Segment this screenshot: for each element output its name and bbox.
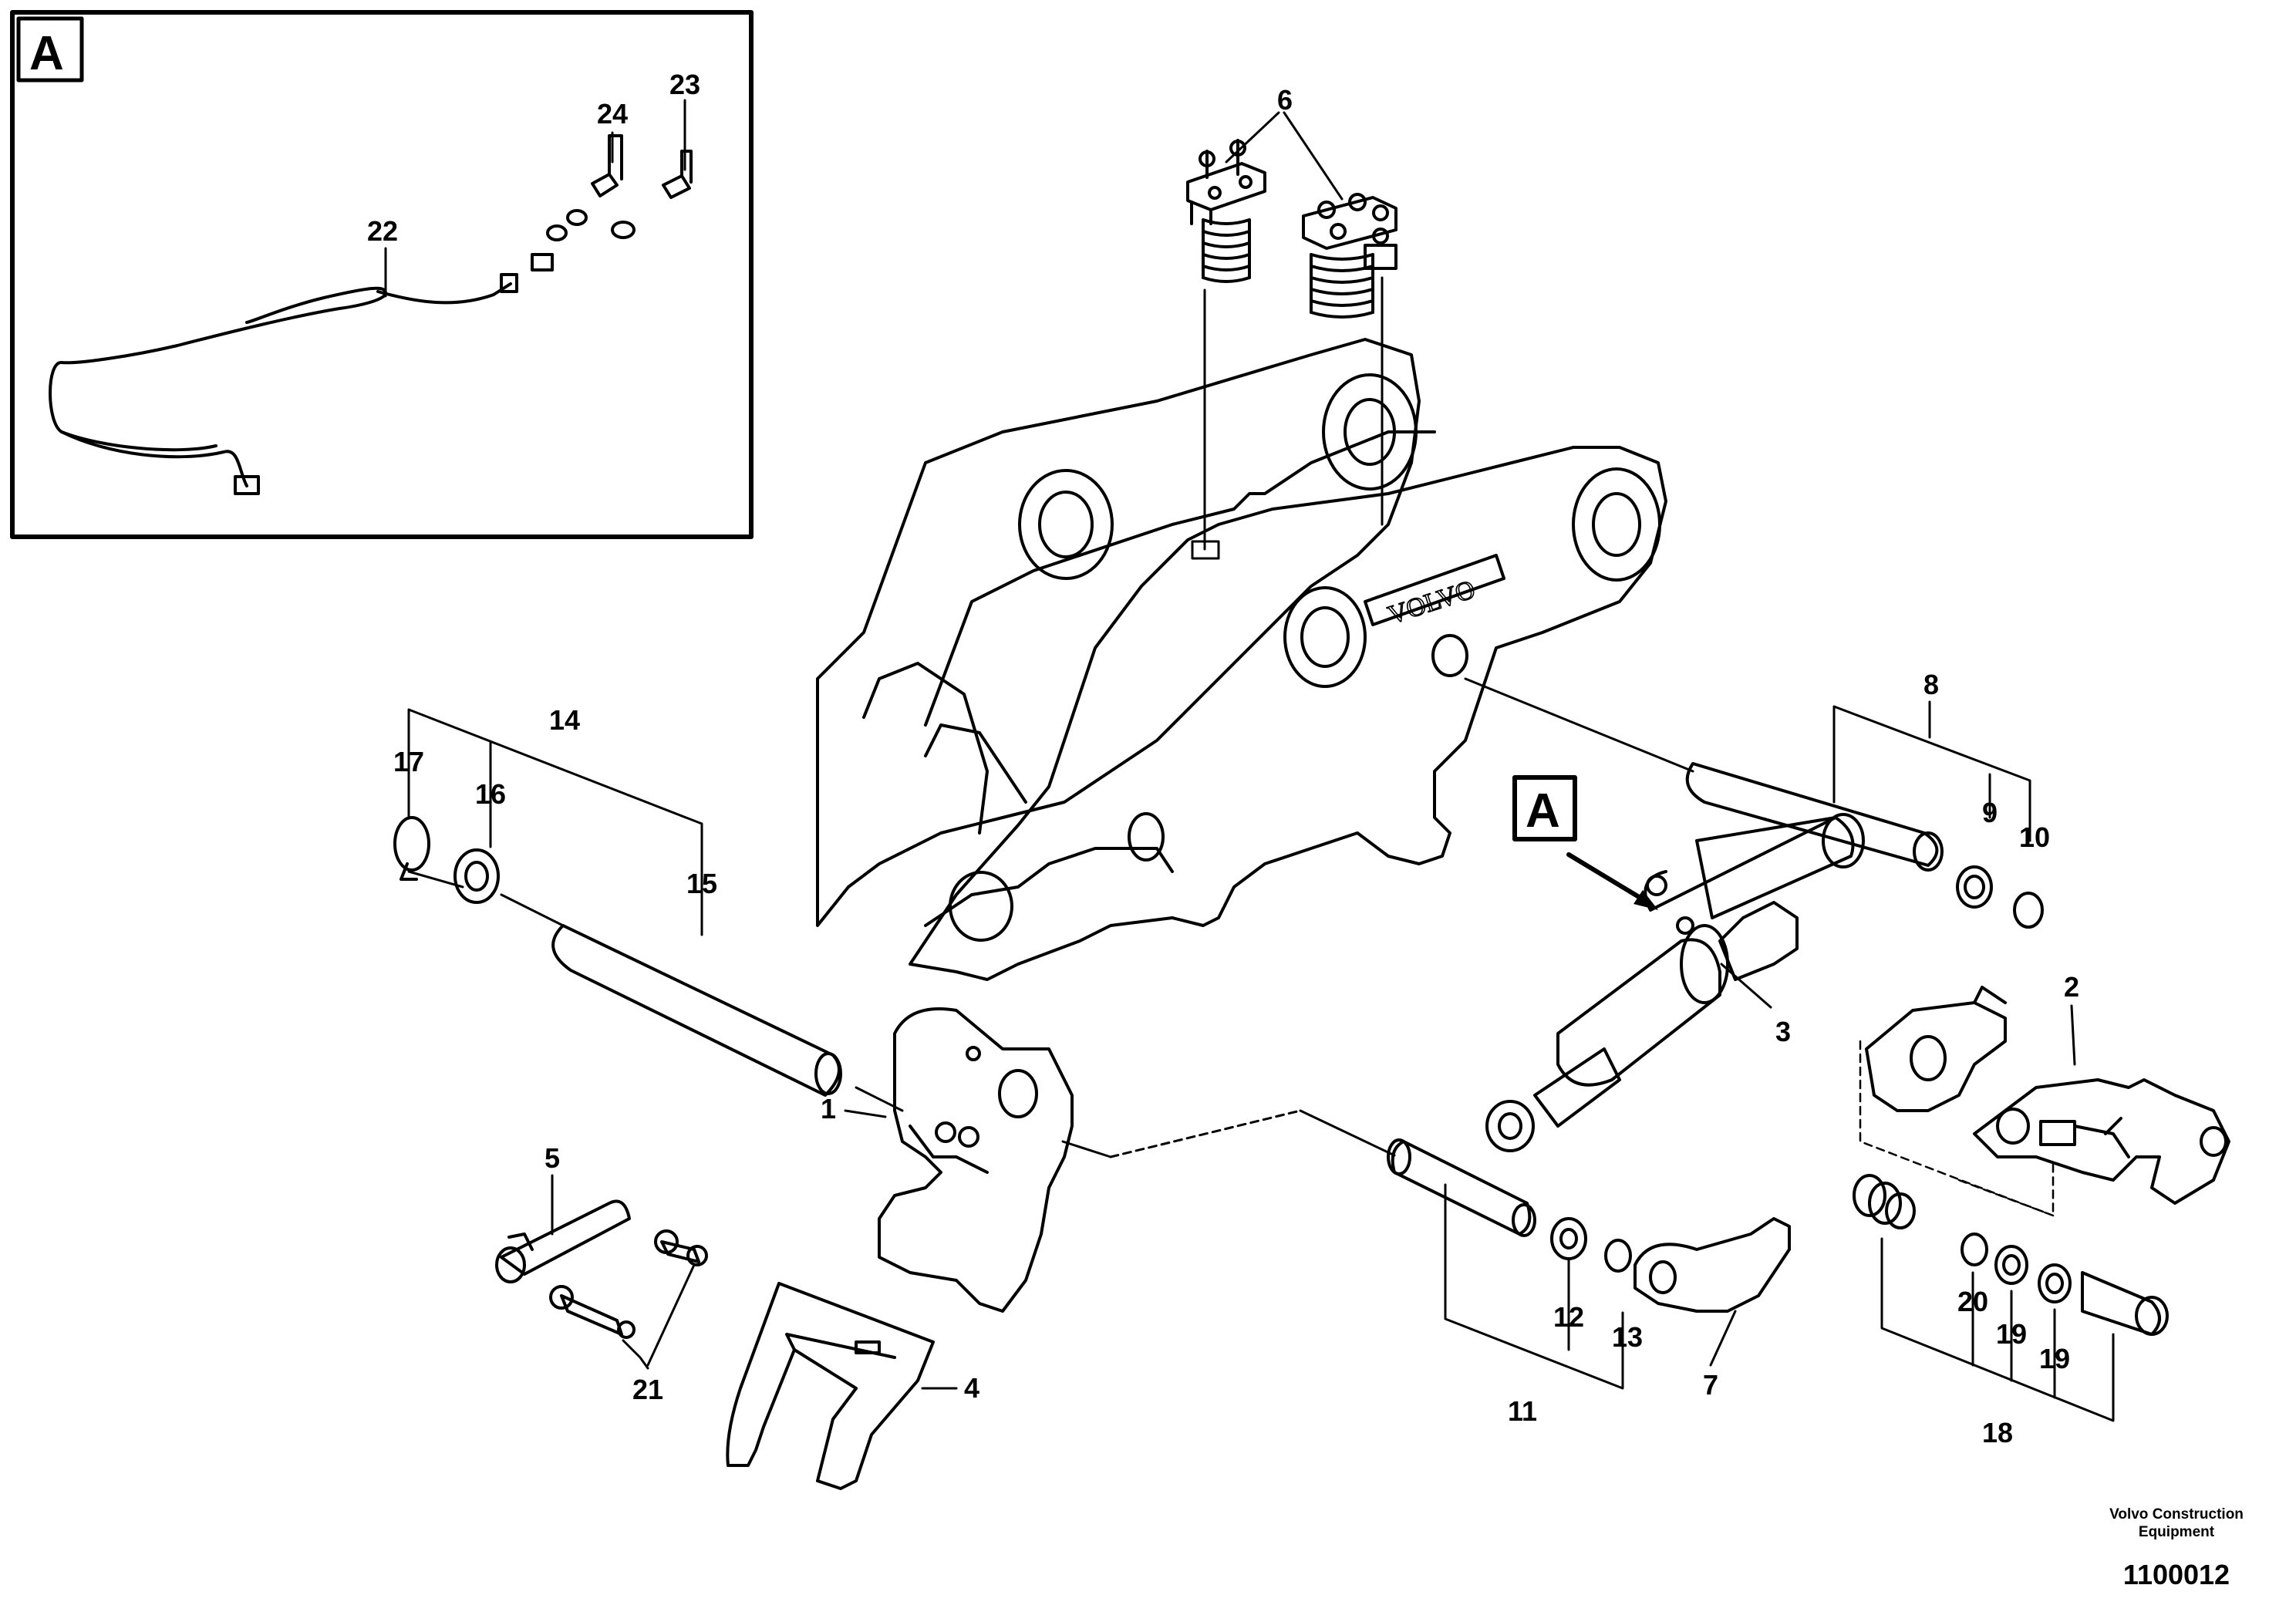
ring-20 <box>1961 1233 1988 1266</box>
callout-23: 23 <box>669 69 700 100</box>
callout-17: 17 <box>393 746 424 777</box>
callout-21: 21 <box>632 1374 663 1405</box>
latch-group-outline <box>1859 1040 2055 1217</box>
callout-12: 12 <box>1553 1301 1584 1333</box>
spring-assembly-left <box>1186 139 1266 283</box>
hydraulic-cylinder-3 <box>1485 813 1865 1152</box>
callout-14: 14 <box>549 704 580 736</box>
bracket-4 <box>726 1282 958 1490</box>
o-ring-3 <box>611 221 636 239</box>
washer-16 <box>453 848 500 904</box>
callout-3: 3 <box>1775 1016 1791 1047</box>
hook-1 <box>844 1007 1302 1313</box>
callout-10: 10 <box>2019 821 2050 853</box>
callout-6: 6 <box>1277 84 1293 116</box>
detail-reference-frame <box>1512 775 1577 841</box>
o-ring-2 <box>566 209 588 226</box>
footer-company-line2: Equipment <box>2138 1524 2215 1540</box>
ring-13 <box>1604 1239 1632 1273</box>
spring-assembly-right <box>1302 193 1397 319</box>
line-end-fitting <box>234 475 260 495</box>
callout-1: 1 <box>821 1093 836 1125</box>
washer-19b <box>2038 1263 2072 1303</box>
callout-19-left: 19 <box>1996 1318 2027 1350</box>
plug-23 <box>662 150 693 199</box>
detail-box-a <box>10 10 754 539</box>
pin-5 <box>495 1174 631 1283</box>
latch-2 <box>1865 986 2230 1205</box>
callout-5: 5 <box>544 1142 560 1174</box>
callout-4: 4 <box>964 1372 979 1404</box>
callout-16: 16 <box>475 778 506 810</box>
arm-7 <box>1633 1217 1791 1367</box>
nipple-24 <box>591 134 623 197</box>
hydraulic-line <box>49 286 387 487</box>
line-fitting <box>500 273 518 293</box>
ring-17 <box>393 816 430 872</box>
pin-15 <box>393 708 904 1112</box>
footer-company-line1: Volvo Construction <box>2109 1506 2244 1523</box>
detail-box-a-letter: A <box>29 27 64 80</box>
pin-8 <box>1464 677 2044 929</box>
svg-text:VOLVO: VOLVO <box>1384 575 1478 630</box>
callout-11: 11 <box>1508 1395 1537 1427</box>
washer-12 <box>1550 1217 1587 1260</box>
callout-22: 22 <box>367 215 398 247</box>
callout-9: 9 <box>1982 797 1998 828</box>
callout-15: 15 <box>686 868 717 899</box>
boss-front-left <box>1283 586 1367 688</box>
callout-7: 7 <box>1703 1369 1718 1401</box>
o-ring <box>546 224 568 241</box>
boss-rear-right <box>1322 373 1418 491</box>
volvo-plate <box>1364 554 1505 626</box>
boss-rear-left <box>1018 469 1114 580</box>
callout-18: 18 <box>1982 1417 2013 1448</box>
detail-reference-letter: A <box>1526 784 1560 838</box>
ring-10 <box>2013 892 2044 929</box>
washer-9 <box>1956 865 1993 909</box>
pin-18 <box>1853 1174 2169 1422</box>
detail-ref-arrow <box>1566 852 1653 906</box>
footer-company: Volvo Construction Equipment <box>2088 1506 2265 1541</box>
callout-24: 24 <box>597 98 628 130</box>
callout-8: 8 <box>1923 669 1939 700</box>
callout-13: 13 <box>1612 1321 1643 1353</box>
pin-11 <box>1299 1109 1632 1390</box>
drawing-number: 1100012 <box>2122 1559 2230 1590</box>
coupler-frame: VOLVO <box>816 338 1667 981</box>
washer-19a <box>1994 1245 2028 1285</box>
callout-19-right: 19 <box>2039 1343 2070 1374</box>
boss-front-right <box>1572 467 1661 582</box>
valve-block <box>1718 901 1799 981</box>
adapter-fitting <box>531 253 554 271</box>
detail-box-a-label-frame <box>16 16 84 83</box>
callout-2: 2 <box>2064 971 2079 1003</box>
callout-20: 20 <box>1957 1286 1988 1317</box>
bolts-21 <box>549 1229 708 1370</box>
